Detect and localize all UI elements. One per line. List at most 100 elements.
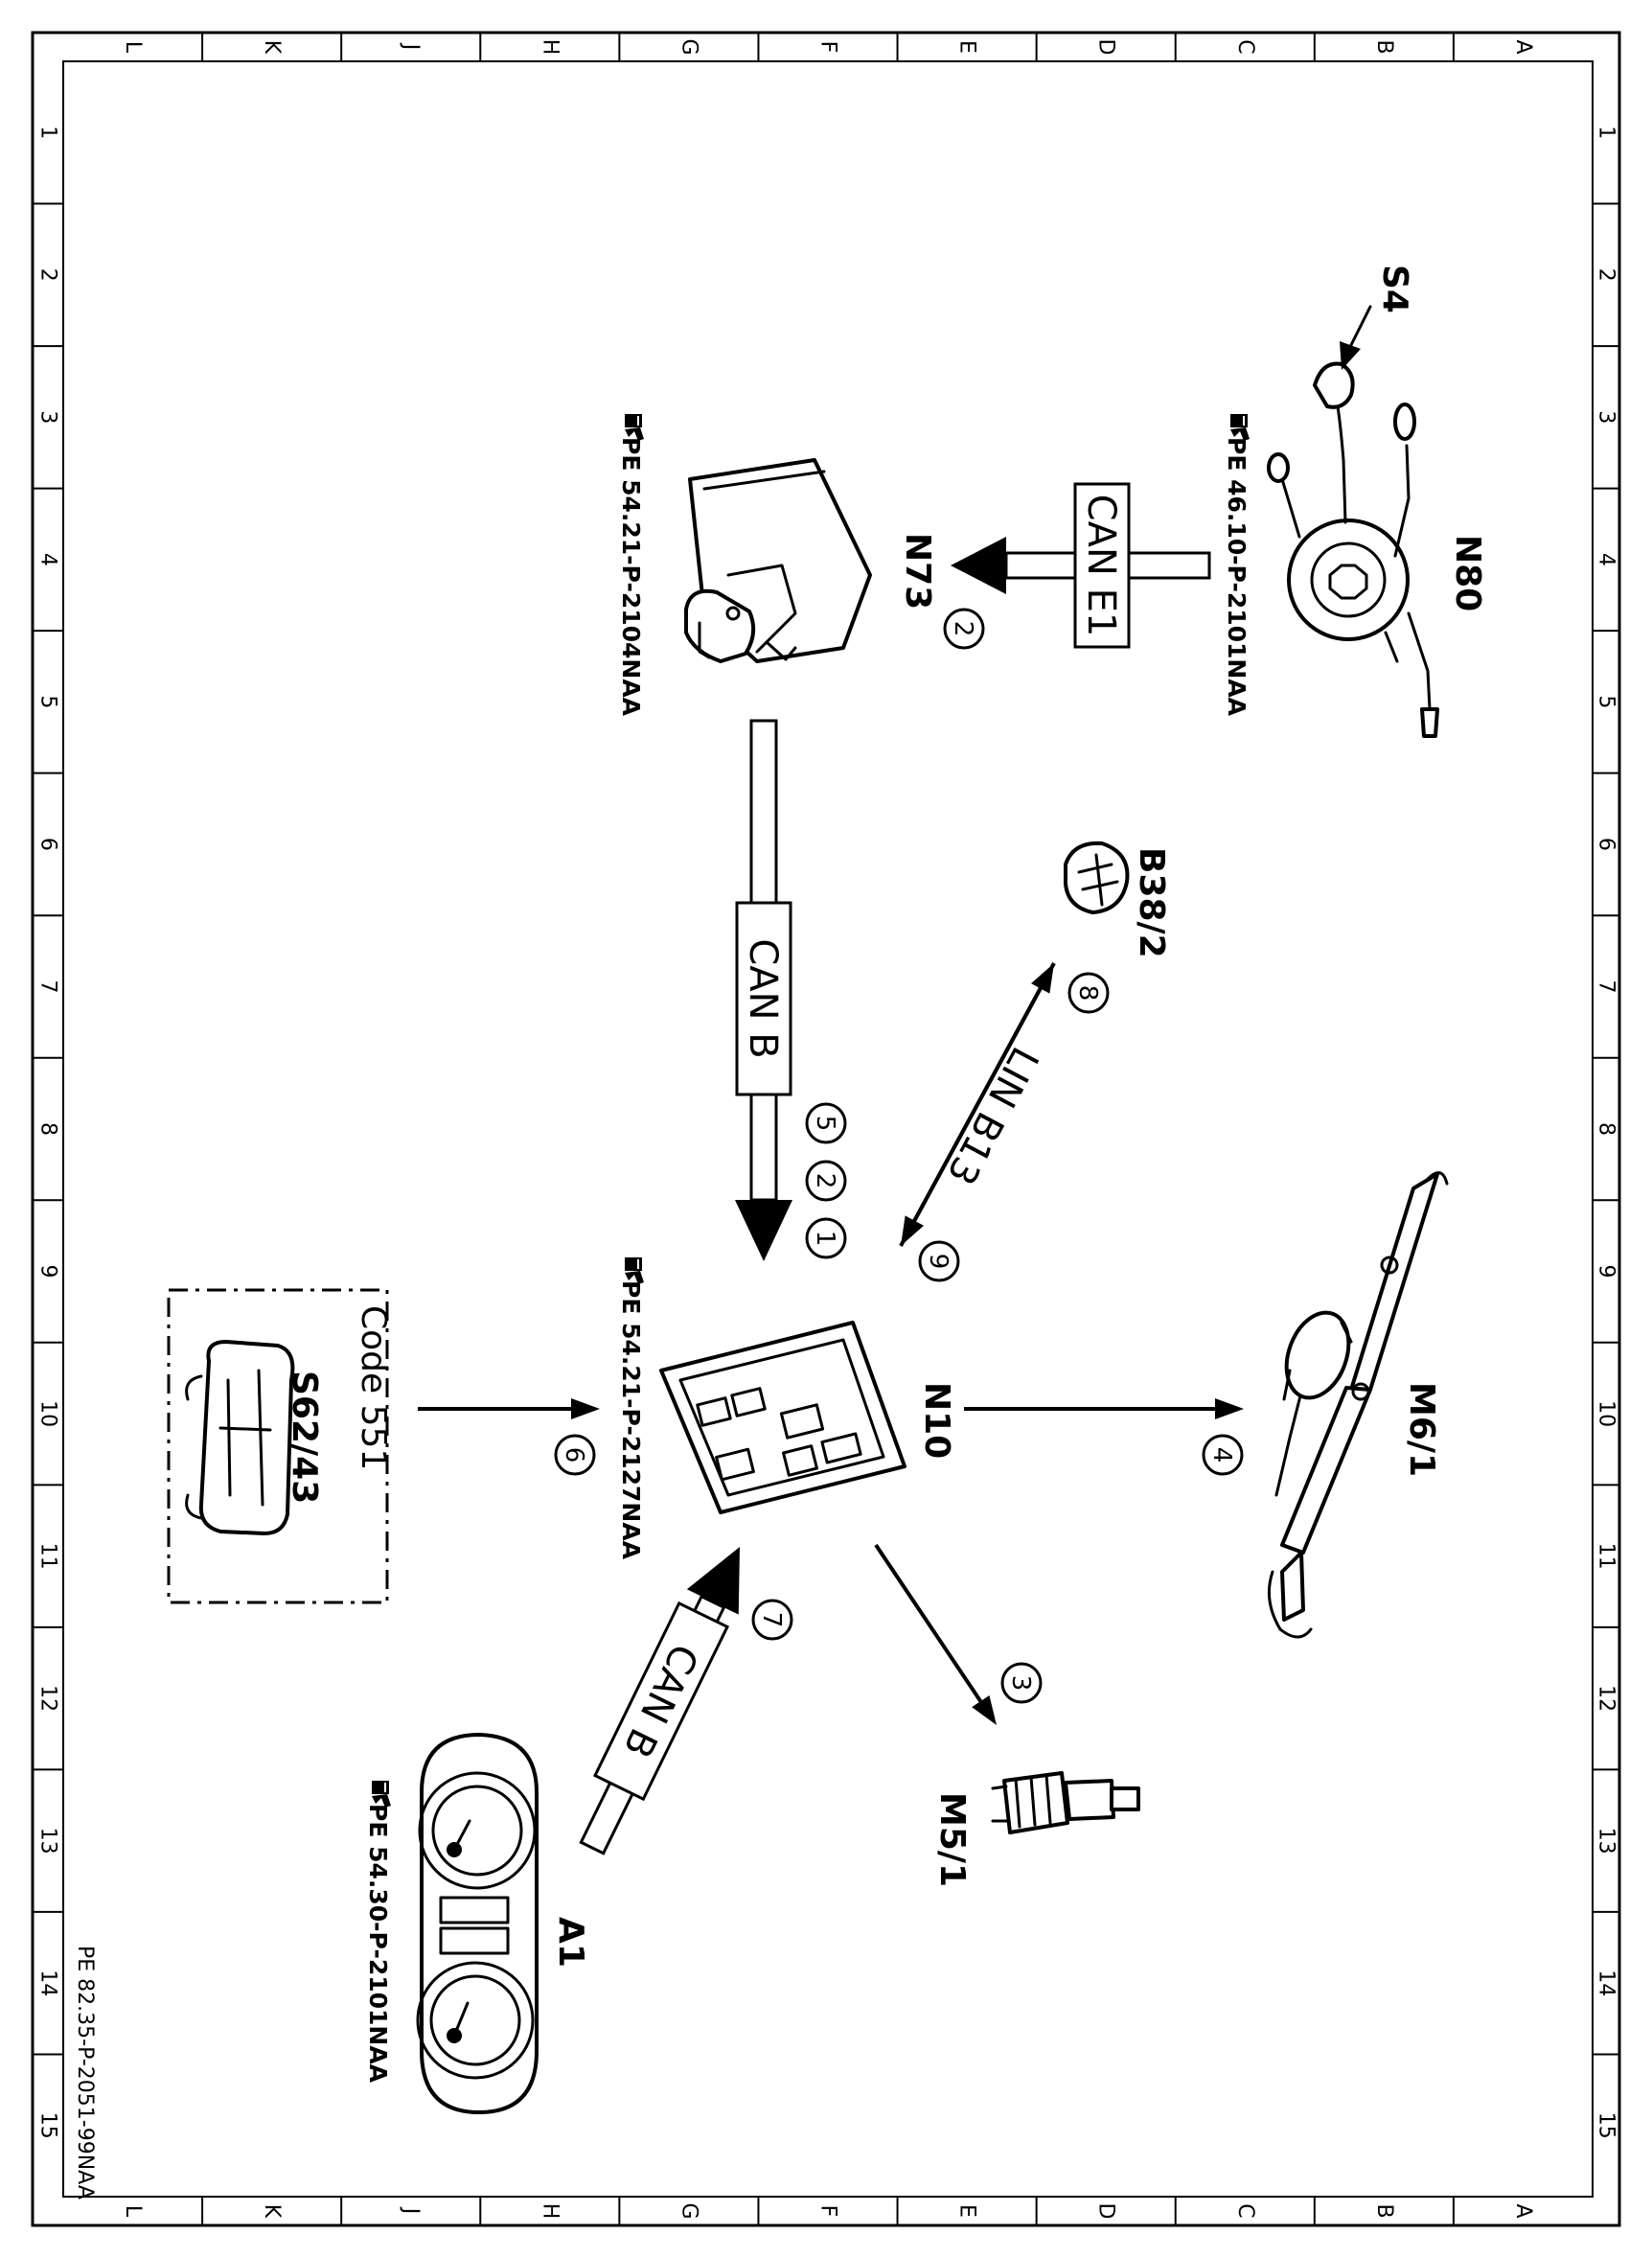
lin-b13-arrow-to-n10: [901, 962, 1056, 1246]
grid-row-label: 8: [36, 1122, 60, 1136]
grid-column-label: J: [399, 42, 423, 51]
label-m5-1: M5/1: [932, 1792, 972, 1887]
grid-column-label: B: [1372, 2203, 1396, 2218]
grid-row-label: 1: [36, 126, 60, 139]
signal-4-m6-1-number: 4: [1207, 1447, 1236, 1463]
s62-43-hood-contact-switch: [167, 1288, 389, 1604]
signal-6-s62-43: 6: [554, 1434, 596, 1476]
grid-row-label: 4: [36, 553, 60, 566]
signal-5-can-b-number: 5: [811, 1116, 839, 1132]
label-m6-1: M6/1: [1402, 1382, 1441, 1477]
n10-to-m5-1-arrow: [874, 1543, 997, 1725]
grid-column-label: F: [816, 41, 840, 54]
grid-column-label: B: [1372, 39, 1396, 54]
grid-column-label: C: [1233, 2203, 1257, 2218]
n10-to-m6-1-arrow: [964, 1398, 1244, 1419]
grid-row-label: 11: [36, 1543, 60, 1570]
grid-row-label: 8: [1595, 1122, 1618, 1136]
grid-row-label: 5: [1595, 695, 1618, 708]
grid-column-label: A: [1511, 2203, 1535, 2218]
grid-row-label: 10: [36, 1400, 60, 1427]
m6-1-wiper-motor: [1267, 1171, 1449, 1639]
reference-n80-icon: [1230, 414, 1250, 441]
grid-row-label: 3: [36, 410, 60, 424]
reference-n10: PE 54.21-P-2127NAA: [617, 1280, 645, 1560]
grid-column-label: D: [1094, 39, 1118, 56]
signal-7-can-b: 7: [751, 1599, 793, 1641]
grid-column-label: H: [538, 2203, 562, 2220]
grid-row-label: 6: [36, 838, 60, 851]
grid-row-label: 7: [1595, 979, 1618, 993]
grid-column-label: F: [816, 2205, 840, 2218]
n80-combination-switch: [1267, 361, 1439, 738]
signal-4-m6-1: 4: [1202, 1434, 1244, 1476]
label-s4: S4: [1375, 265, 1414, 313]
grid-column-label: C: [1233, 39, 1257, 54]
grid-column-label: A: [1511, 39, 1535, 54]
signal-2-can-b-number: 2: [811, 1173, 839, 1189]
grid-row-label: 9: [1595, 1265, 1618, 1279]
grid-row-label: 15: [1595, 2112, 1618, 2139]
grid-row-label: 13: [36, 1828, 60, 1855]
grid-column-label: E: [955, 2204, 979, 2218]
grid-row-label: 12: [1595, 1685, 1618, 1712]
grid-column-label: D: [1094, 2203, 1118, 2220]
signal-2-can-b: 2: [805, 1160, 847, 1202]
signal-2-can-e1: 2: [943, 608, 985, 650]
a1-instrument-cluster: [416, 1733, 539, 2114]
n10-signal-acquisition-module: [659, 1321, 906, 1514]
grid-row-label: 12: [36, 1685, 60, 1712]
grid-row-label: 1: [1595, 126, 1618, 139]
n73-ignition-switch: [684, 458, 872, 663]
reference-a1-icon: [372, 1781, 391, 1808]
s4-pointer-arrow: [1340, 305, 1372, 370]
signal-9-lin-number: 9: [924, 1254, 952, 1270]
grid-row-label: 2: [1595, 268, 1618, 282]
label-n80: N80: [1448, 535, 1487, 611]
signal-2-can-e1-number: 2: [949, 621, 977, 637]
signal-1-can-b-number: 1: [811, 1231, 839, 1247]
grid-row-label: 13: [1595, 1828, 1618, 1855]
grid-column-label: L: [121, 2205, 145, 2218]
inner-frame: [62, 60, 1594, 2198]
signal-9-lin: 9: [918, 1240, 960, 1282]
grid-column-label: K: [260, 2204, 284, 2219]
signal-3-m5-1: 3: [1000, 1662, 1043, 1704]
grid-row-label: 4: [1595, 553, 1618, 566]
can-b-upper-bus-label: CAN B: [735, 901, 792, 1096]
grid-row-label: 2: [36, 268, 60, 282]
can-e1-bus-label-text: CAN E1: [1079, 495, 1123, 637]
document-number: PE 82.35-P-2051-99NAA: [73, 1946, 97, 2200]
grid-column-label: G: [677, 2202, 700, 2219]
grid-column-label: E: [955, 40, 979, 54]
signal-7-can-b-number: 7: [757, 1612, 786, 1628]
grid-row-label: 7: [36, 979, 60, 993]
label-a1: A1: [551, 1917, 590, 1968]
grid-row-label: 5: [36, 695, 60, 708]
grid-column-label: K: [260, 40, 284, 55]
outer-frame: [31, 31, 1621, 2227]
grid-column-label: J: [399, 2206, 423, 2215]
can-e1-bus-label: CAN E1: [1073, 482, 1131, 649]
grid-row-label: 3: [1595, 410, 1618, 424]
reference-a1: PE 54.30-P-2101NAA: [364, 1804, 392, 2084]
grid-row-label: 11: [1595, 1543, 1618, 1570]
grid-column-label: G: [677, 38, 700, 55]
signal-8-lin-number: 8: [1073, 985, 1102, 1002]
grid-row-label: 14: [1595, 1970, 1618, 1996]
can-b-upper-bus-label-text: CAN B: [741, 938, 785, 1058]
signal-6-s62-43-number: 6: [560, 1447, 588, 1463]
m5-1-washer-pump: [991, 1771, 1140, 1834]
s62-43-to-n10-arrow: [418, 1398, 600, 1419]
grid-row-label: 6: [1595, 838, 1618, 851]
grid-column-label: H: [538, 39, 562, 56]
signal-8-lin: 8: [1067, 972, 1110, 1014]
signal-1-can-b: 1: [805, 1217, 847, 1259]
reference-n10-icon: [625, 1257, 644, 1284]
grid-row-label: 15: [36, 2112, 60, 2139]
code-551-label: Code 551: [354, 1305, 393, 1470]
signal-5-can-b: 5: [805, 1102, 847, 1144]
